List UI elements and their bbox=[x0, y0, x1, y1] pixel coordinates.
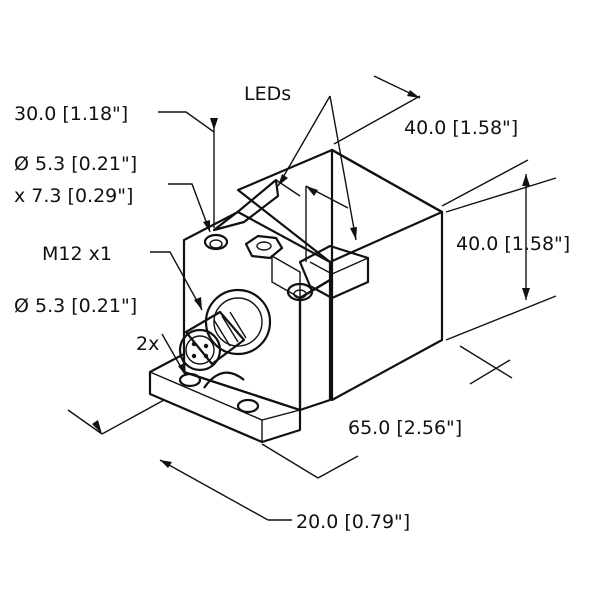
label-hole-dia: Ø 5.3 [0.21"] bbox=[14, 153, 137, 175]
dimension-labels: LEDs 30.0 [1.18"] Ø 5.3 [0.21"] x 7.3 [0… bbox=[14, 83, 570, 533]
label-qty-2x: 2x bbox=[136, 333, 159, 355]
label-base: 20.0 [0.79"] bbox=[296, 511, 410, 533]
label-length: 65.0 [2.56"] bbox=[348, 417, 462, 439]
label-connector: M12 x1 bbox=[42, 243, 112, 265]
sensor-body bbox=[182, 148, 444, 412]
label-hole-dia-2: Ø 5.3 [0.21"] bbox=[14, 295, 137, 317]
label-depth: 40.0 [1.58"] bbox=[404, 117, 518, 139]
label-leds: LEDs bbox=[244, 83, 291, 105]
m12-connector bbox=[178, 288, 272, 372]
label-hole-slot: x 7.3 [0.29"] bbox=[14, 185, 133, 207]
label-offset-30: 30.0 [1.18"] bbox=[14, 103, 128, 125]
dimension-lines bbox=[67, 75, 557, 521]
label-height: 40.0 [1.58"] bbox=[456, 233, 570, 255]
mounting-base bbox=[148, 352, 302, 444]
